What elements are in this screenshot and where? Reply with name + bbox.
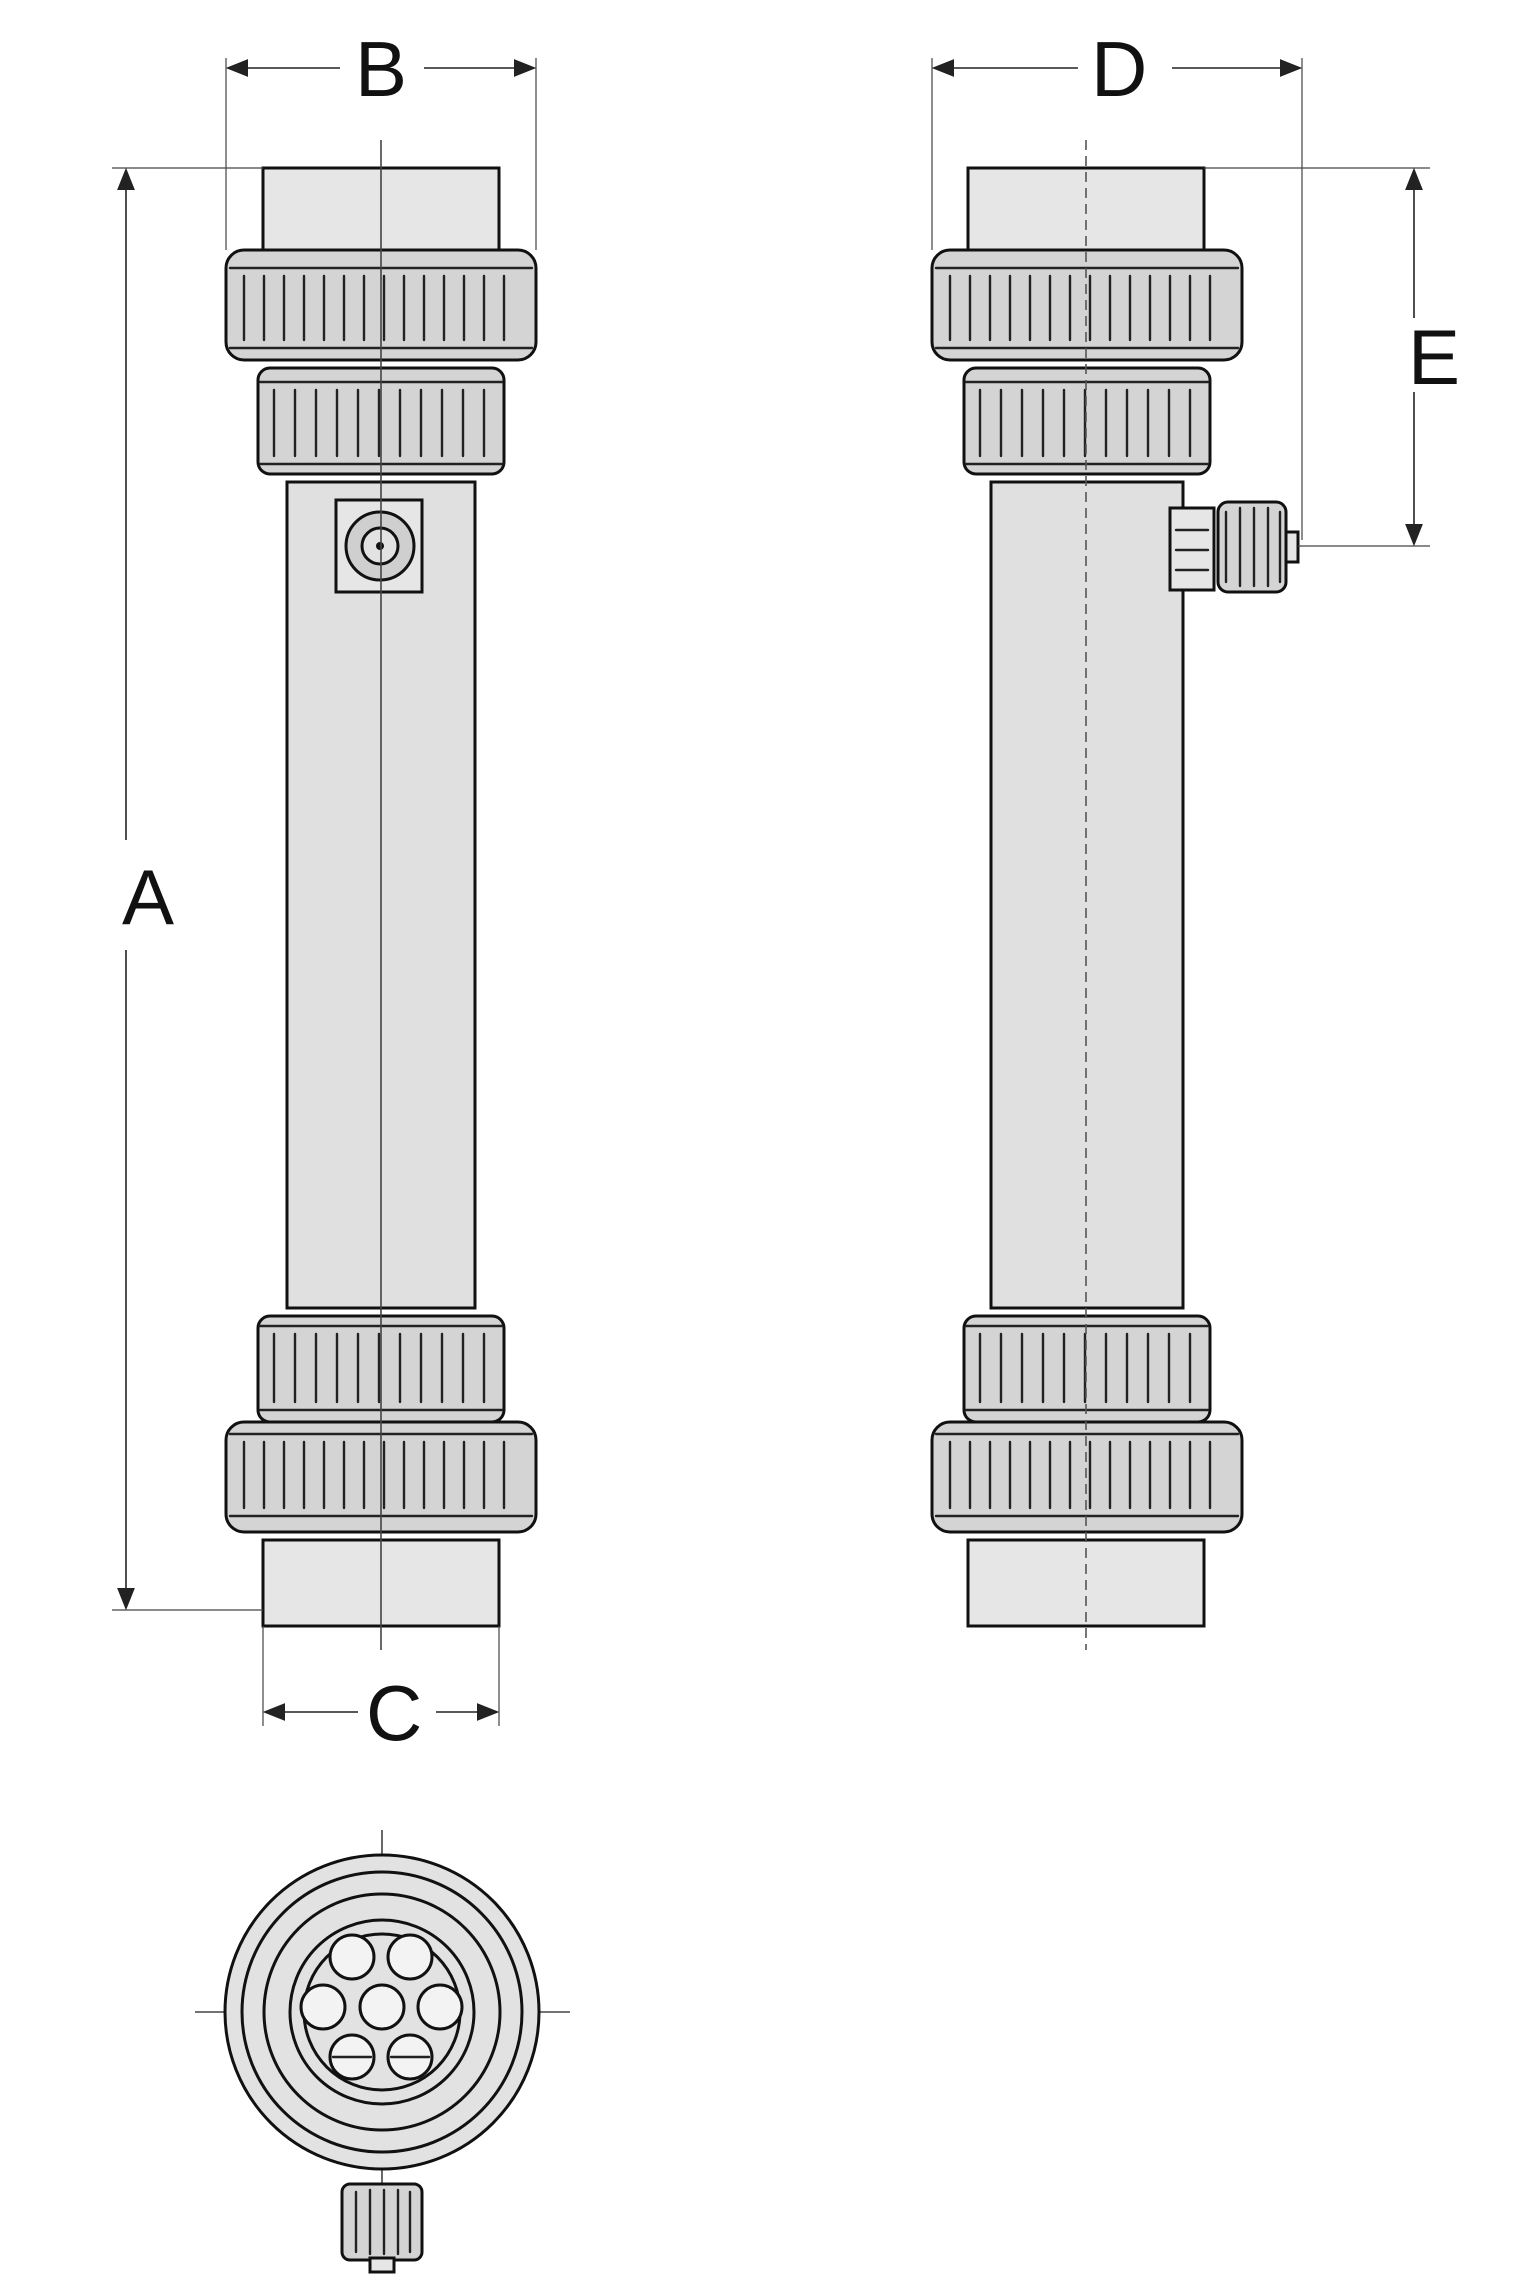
bottom-collar-ribs [258, 1324, 504, 1412]
end-valve-tip [368, 2256, 396, 2274]
end-hole-left [299, 1983, 347, 2031]
dim-label-e: E [1408, 313, 1460, 401]
side-view [930, 140, 1300, 1650]
side-top-union-nut [930, 248, 1244, 362]
dim-label-b: B [355, 25, 407, 113]
dim-label-c: C [366, 1669, 422, 1757]
side-body-tube [989, 480, 1185, 1310]
dim-label-a: A [122, 853, 174, 941]
end-hole-top-right [386, 1933, 434, 1981]
side-top-collar-ribs [964, 380, 1210, 466]
side-valve-tip [1284, 530, 1300, 564]
dim-label-d: D [1091, 25, 1147, 113]
side-valve-knob [1216, 500, 1288, 594]
end-hole-center [358, 1983, 406, 2031]
front-view [224, 140, 538, 1650]
side-bottom-collar-ribs [964, 1324, 1210, 1412]
side-top-nut-ribs [934, 266, 1240, 350]
side-bottom-nut-ribs [934, 1432, 1240, 1518]
end-hole-top-left [328, 1933, 376, 1981]
dimension-lines: B D E A C [112, 25, 1460, 1757]
end-hole-right [416, 1983, 464, 2031]
side-port-center [376, 542, 384, 550]
end-view [195, 1830, 570, 2274]
